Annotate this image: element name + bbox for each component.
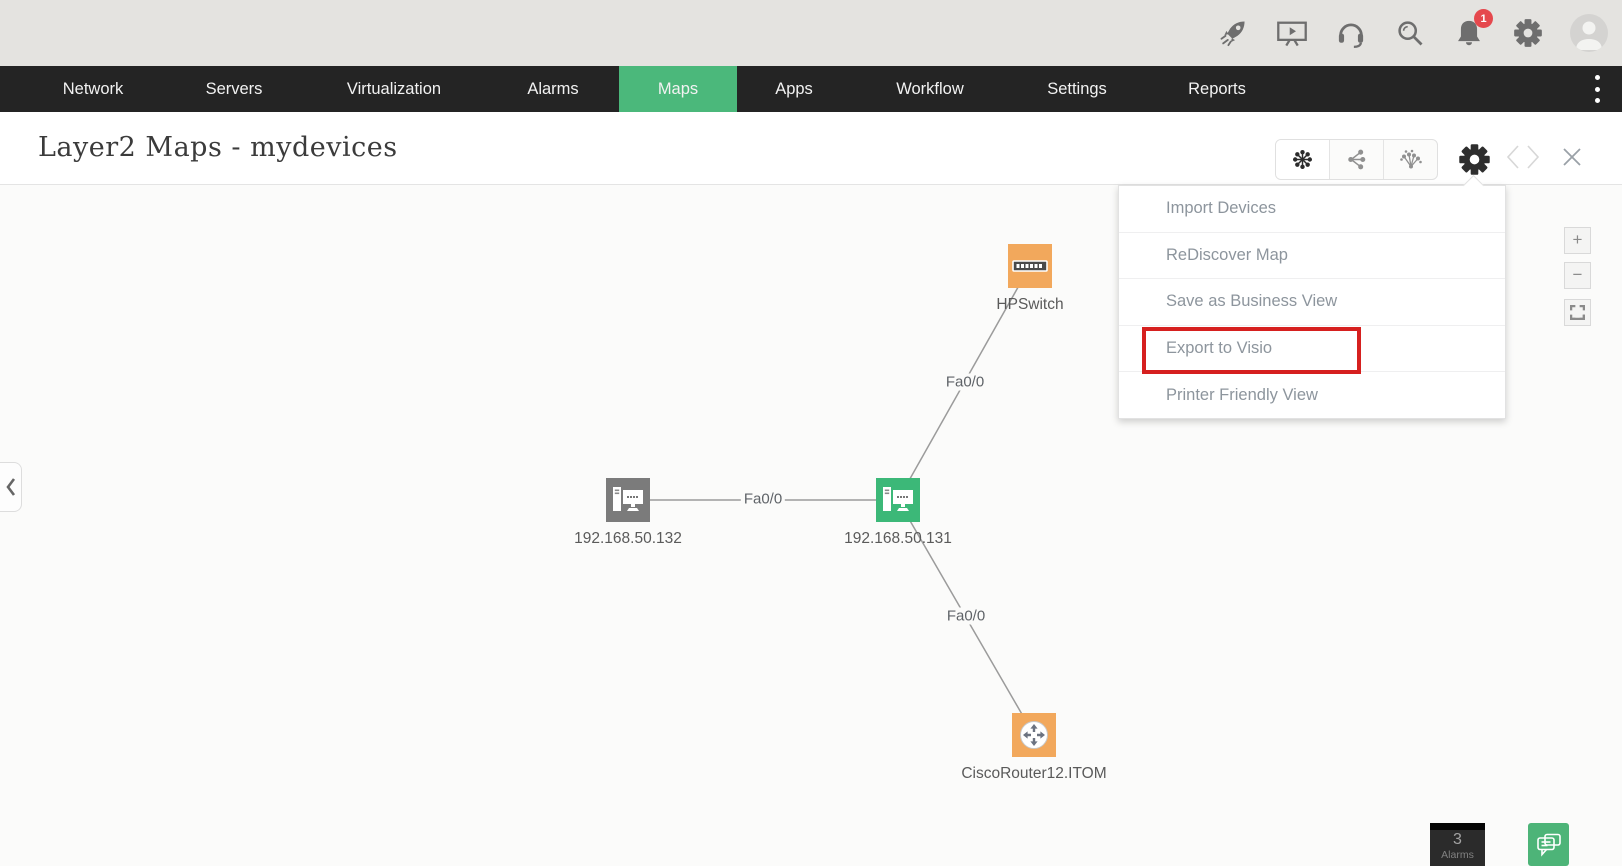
menu-item-import-devices[interactable]: Import Devices — [1119, 186, 1505, 233]
presentation-icon[interactable] — [1275, 16, 1309, 50]
menu-item-export-to-visio[interactable]: Export to Visio — [1119, 325, 1505, 373]
nav-item-settings[interactable]: Settings — [1047, 80, 1107, 98]
top-utility-bar: 1 — [0, 0, 1622, 66]
menu-item-rediscover-map[interactable]: ReDiscover Map — [1119, 232, 1505, 280]
rocket-icon[interactable] — [1216, 16, 1250, 50]
menu-item-printer-friendly-view[interactable]: Printer Friendly View — [1119, 372, 1505, 418]
page-title: Layer2 Maps - mydevices — [38, 132, 398, 163]
chat-widget[interactable] — [1528, 823, 1569, 866]
nav-item-reports[interactable]: Reports — [1188, 80, 1246, 98]
nav-item-apps[interactable]: Apps — [775, 80, 813, 98]
headset-icon[interactable] — [1334, 16, 1368, 50]
layout-switcher — [1275, 139, 1438, 180]
nav-item-maps[interactable]: Maps — [619, 66, 737, 112]
notification-badge: 1 — [1474, 9, 1493, 28]
zoom-out-button[interactable]: − — [1564, 262, 1591, 289]
nav-item-network[interactable]: Network — [62, 80, 124, 98]
map-node-label-hpswitch: HPSwitch — [996, 296, 1064, 313]
link-label-hpswitch-pc131: Fa0/0 — [942, 373, 988, 391]
search-icon[interactable] — [1393, 16, 1427, 50]
map-node-label-pc131: 192.168.50.131 — [844, 530, 952, 547]
map-settings-gear-icon[interactable] — [1456, 139, 1492, 179]
chat-bubbles-icon — [1536, 833, 1561, 857]
nav-item-workflow[interactable]: Workflow — [896, 80, 964, 98]
map-node-pc131[interactable] — [876, 478, 920, 522]
notifications-bell-icon[interactable]: 1 — [1452, 9, 1493, 50]
previous-map-chevron-icon[interactable] — [1505, 144, 1521, 175]
map-node-label-router: CiscoRouter12.ITOM — [961, 765, 1107, 782]
zoom-in-button[interactable]: + — [1564, 227, 1591, 254]
link-label-pc131-router: Fa0/0 — [943, 607, 989, 625]
gear-icon[interactable] — [1511, 16, 1545, 50]
map-node-router[interactable] — [1012, 713, 1056, 757]
alarms-label: Alarms — [1441, 849, 1474, 861]
alarms-widget[interactable]: 3 Alarms — [1430, 823, 1485, 866]
sidebar-collapse-chevron-icon[interactable] — [0, 462, 22, 512]
map-node-hpswitch[interactable] — [1008, 244, 1052, 288]
nav-overflow-kebab-icon[interactable] — [1590, 75, 1604, 103]
hierarchical-layout-icon[interactable] — [1384, 140, 1437, 179]
nav-item-servers[interactable]: Servers — [205, 80, 263, 98]
radial-layout-icon[interactable] — [1276, 140, 1330, 179]
menu-item-save-as-business-view[interactable]: Save as Business View — [1119, 279, 1505, 326]
nav-item-virtualization[interactable]: Virtualization — [346, 80, 442, 98]
nav-item-alarms[interactable]: Alarms — [527, 80, 579, 98]
link-label-pc132-pc131: Fa0/0 — [740, 490, 786, 508]
main-navigation: Network Servers Virtualization Alarms Maps Ap… — [0, 66, 1622, 112]
branch-layout-icon[interactable] — [1330, 140, 1384, 179]
map-node-label-pc132: 192.168.50.132 — [574, 530, 682, 547]
next-map-chevron-icon[interactable] — [1525, 144, 1541, 175]
profile-avatar[interactable] — [1570, 14, 1608, 52]
map-node-pc132[interactable] — [606, 478, 650, 522]
fullscreen-icon[interactable] — [1564, 299, 1591, 326]
alarms-count: 3 — [1453, 831, 1462, 848]
close-icon[interactable] — [1561, 146, 1583, 173]
page-header: Layer2 Maps - mydevices — [0, 112, 1622, 185]
